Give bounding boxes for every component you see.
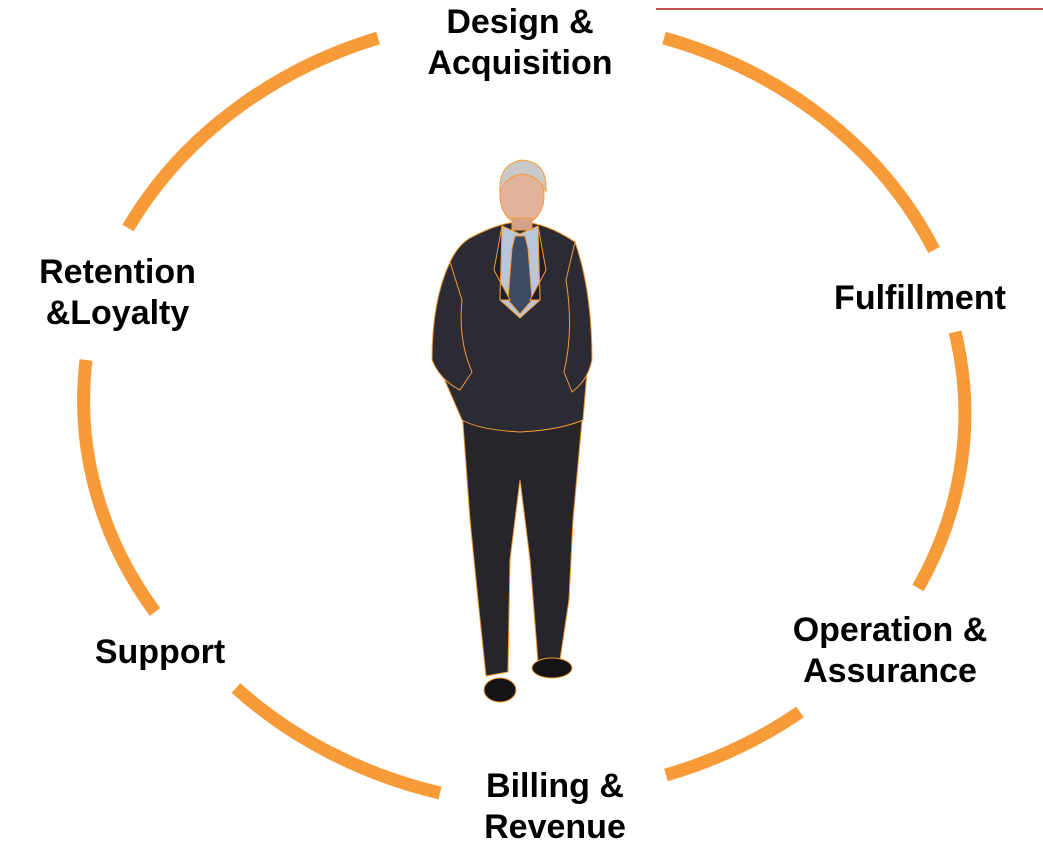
stage-label-line: Billing & bbox=[486, 767, 624, 805]
ring-arc-billing-support bbox=[231, 683, 442, 800]
stage-label-billing-revenue: Billing & Revenue bbox=[405, 766, 705, 848]
ring-arc-operation-billing bbox=[664, 706, 804, 782]
stage-label-line: Acquisition bbox=[427, 44, 613, 82]
figure-hair bbox=[499, 159, 547, 193]
figure-left-arm bbox=[431, 260, 473, 391]
header-rule bbox=[656, 0, 1043, 10]
stage-label-line: Design & bbox=[446, 3, 594, 41]
businessman-figure bbox=[431, 159, 593, 703]
stage-label-line: &Loyalty bbox=[45, 294, 190, 332]
stage-label-retention-loyalty: Retention &Loyalty bbox=[0, 252, 235, 334]
stage-label-operation-assurance: Operation & Assurance bbox=[740, 610, 1040, 692]
stage-label-line: Revenue bbox=[484, 808, 626, 846]
stage-label-line: Retention bbox=[39, 253, 196, 291]
stage-label-line: Support bbox=[94, 633, 226, 671]
stage-label-design-acquisition: Design & Acquisition bbox=[370, 2, 670, 84]
ring-arc-fulfillment-operation bbox=[912, 330, 972, 592]
ring-arc-design-fulfillment bbox=[662, 31, 940, 253]
ring-arc-support-retention bbox=[77, 359, 161, 616]
ring-arc-retention-design bbox=[122, 31, 380, 232]
stage-label-support: Support bbox=[60, 632, 260, 673]
figure-shoe-left bbox=[483, 677, 517, 703]
stage-label-line: Operation & bbox=[792, 611, 988, 649]
figure-shoe-right bbox=[531, 657, 573, 679]
figure-right-arm bbox=[563, 240, 593, 393]
stage-label-line: Fulfillment bbox=[834, 279, 1006, 317]
stage-label-line: Assurance bbox=[803, 652, 977, 690]
figure-legs bbox=[461, 409, 584, 677]
figure-tie bbox=[507, 235, 533, 315]
stage-label-fulfillment: Fulfillment bbox=[790, 278, 1043, 319]
